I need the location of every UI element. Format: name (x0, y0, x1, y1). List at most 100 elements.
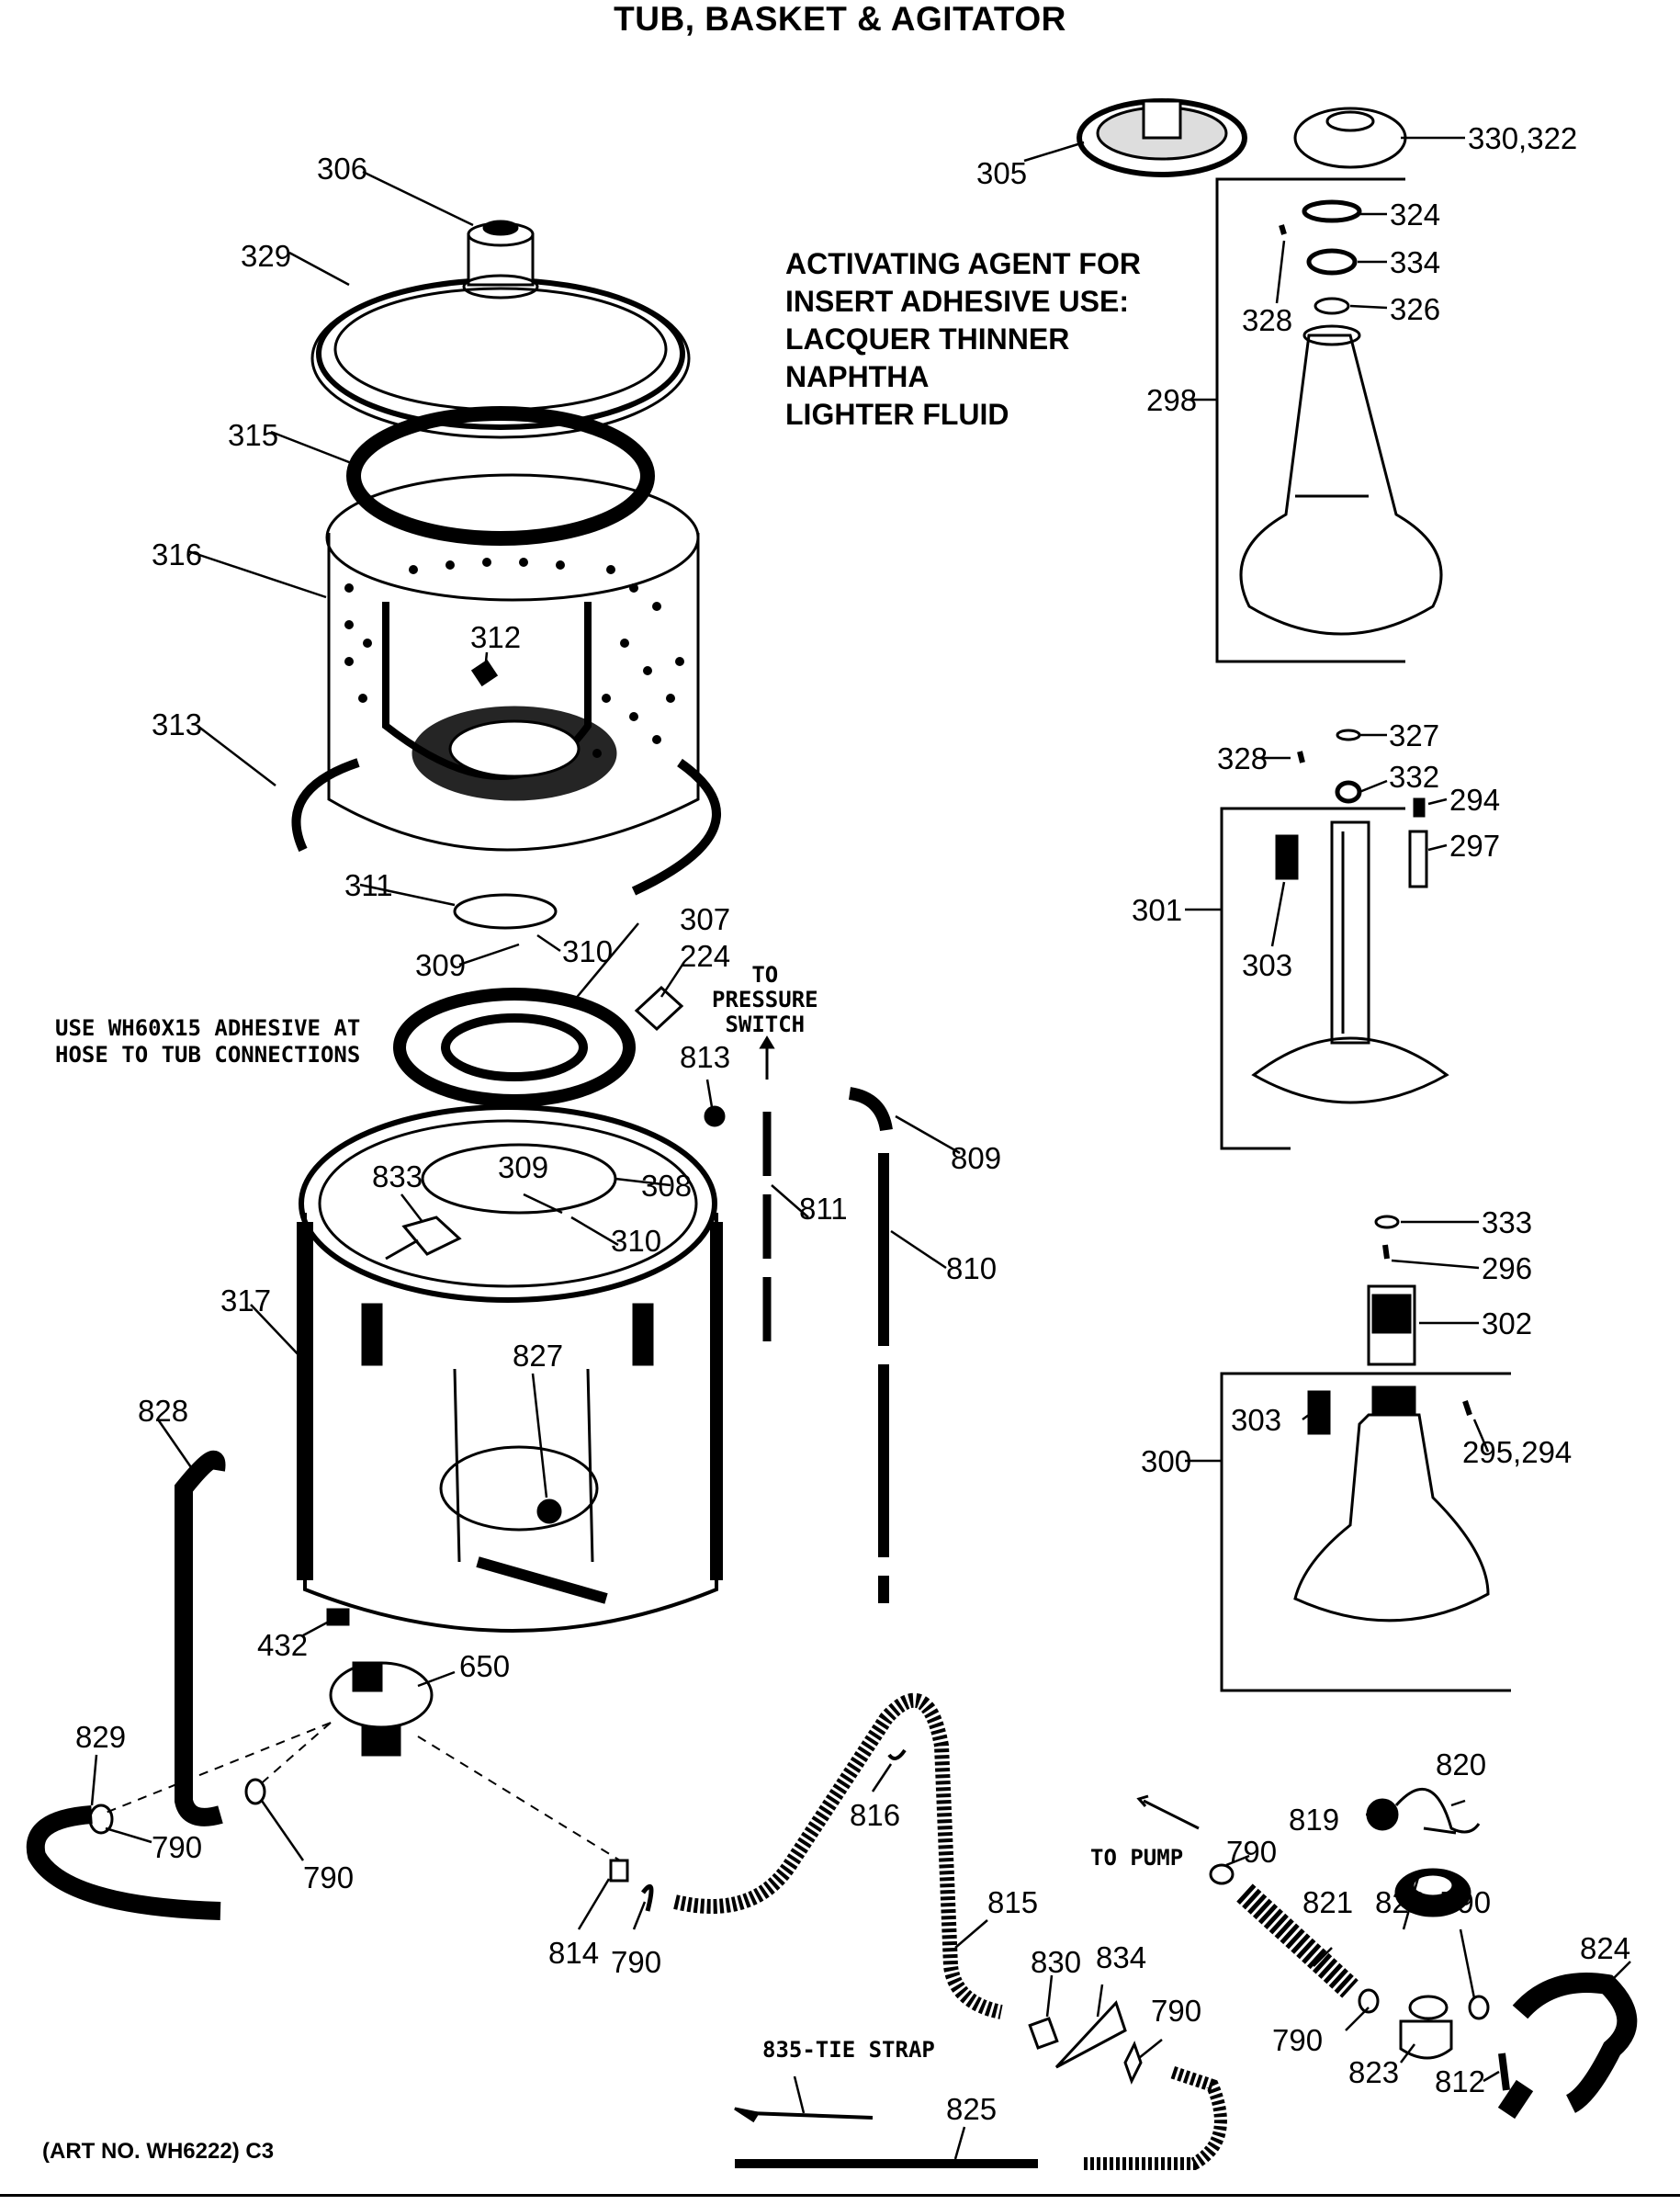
part-label: 308 (641, 1169, 692, 1203)
part-label: 328 (1242, 303, 1292, 337)
part-label: 311 (344, 868, 393, 902)
part-label: 790 (152, 1830, 202, 1864)
tie-strap-label: 835-TIE STRAP (762, 2037, 935, 2063)
part-label: 317 (220, 1283, 271, 1317)
part-label: 833 (372, 1159, 423, 1193)
part-label: 305 (976, 156, 1027, 190)
agitator-cap-330 (1293, 107, 1407, 169)
part-label: 816 (850, 1798, 900, 1832)
part-label: 315 (228, 418, 278, 452)
part-label: 310 (611, 1224, 661, 1258)
art-number: (ART NO. WH6222) C3 (42, 2139, 275, 2164)
part-label: 821 (1302, 1885, 1353, 1919)
part-label: 295,294 (1462, 1435, 1572, 1469)
note-line: LIGHTER FLUID (785, 398, 1009, 431)
hose-821 (1236, 1883, 1359, 1998)
part-label: 316 (152, 537, 202, 571)
part-label: 819 (1289, 1803, 1339, 1837)
pressure-switch-note: TO PRESSURE SWITCH (712, 963, 818, 1037)
elbow-809 (848, 1087, 893, 1132)
part-label: 302 (1482, 1306, 1532, 1340)
gasket-313 (291, 758, 721, 896)
part-label: 330,322 (1468, 121, 1577, 155)
note-line: INSERT ADHESIVE USE: (785, 285, 1129, 318)
spin-cap-302 (1367, 1284, 1416, 1366)
part-label: 334 (1390, 245, 1440, 279)
agitator-301 (1251, 820, 1449, 1104)
bottom-rule (0, 2194, 1680, 2197)
part-label: 834 (1096, 1940, 1146, 1974)
part-label: 303 (1231, 1403, 1281, 1437)
pump-cover-822 (1394, 1868, 1471, 1917)
bracket-300 (1220, 1372, 1511, 1692)
adhesive-note: USE WH60X15 ADHESIVE AT HOSE TO TUB CONN… (55, 1015, 360, 1069)
part-label: 310 (562, 934, 613, 968)
hose-828 (175, 1450, 226, 1826)
part-label: 811 (799, 1192, 848, 1226)
part-label: 306 (317, 152, 367, 186)
to-pump-note: TO PUMP (1090, 1845, 1184, 1871)
part-label: 820 (1436, 1747, 1486, 1781)
part-label: 294 (1449, 783, 1500, 817)
part-label: 813 (680, 1040, 730, 1074)
part-label: 650 (459, 1649, 510, 1683)
activating-agent-note: ACTIVATING AGENT FOR INSERT ADHESIVE USE… (785, 245, 1141, 434)
basket-316 (325, 473, 700, 852)
part-label: 828 (138, 1394, 188, 1428)
note-line: NAPHTHA (785, 360, 930, 393)
balance-ring-315 (346, 406, 655, 546)
part-label: 326 (1390, 292, 1440, 326)
clip-820 (1394, 1787, 1481, 1835)
part-label: 825 (946, 2092, 997, 2126)
part-label: 313 (152, 707, 202, 741)
part-label: 300 (1141, 1444, 1191, 1478)
part-label: 827 (513, 1339, 563, 1373)
part-label: 824 (1580, 1931, 1630, 1965)
part-label: 829 (75, 1720, 126, 1754)
part-label: 303 (1242, 948, 1292, 982)
funnel-834 (1054, 2000, 1127, 2069)
part-label: 815 (987, 1885, 1038, 1919)
diagram-title: TUB, BASKET & AGITATOR (614, 0, 1066, 38)
part-label: 814 (548, 1936, 599, 1970)
plug-833 (385, 1216, 462, 1261)
tie-strap-835 (748, 2111, 874, 2120)
agitator-cap-305 (1077, 98, 1247, 177)
part-label: 297 (1449, 829, 1500, 863)
agitator-300 (1293, 1385, 1490, 1623)
note-line: LACQUER THINNER (785, 322, 1070, 356)
snap-ring-311 (453, 893, 558, 930)
note-line: ACTIVATING AGENT FOR (785, 247, 1141, 280)
coupling-830 (1028, 2017, 1059, 2050)
bracket-298 (1215, 177, 1405, 663)
hose-815 (673, 1692, 1003, 2019)
note-line: HOSE TO TUB CONNECTIONS (55, 1042, 361, 1068)
part-label: 830 (1031, 1945, 1081, 1979)
part-label: 790 (1151, 1994, 1201, 2028)
note-line: TO (751, 962, 779, 988)
part-label: 296 (1482, 1251, 1532, 1285)
agitator-298 (1239, 324, 1443, 636)
part-label: 809 (951, 1141, 1001, 1175)
pump-650 (329, 1661, 434, 1757)
part-label: 332 (1389, 760, 1439, 794)
part-label: 329 (241, 239, 291, 273)
part-label: 328 (1217, 741, 1268, 775)
part-label: 312 (470, 620, 521, 654)
bracket-301 (1220, 807, 1405, 1150)
part-label: 822 (1375, 1885, 1426, 1919)
part-label: 324 (1390, 198, 1440, 232)
part-label: 790 (1440, 1885, 1491, 1919)
part-label: 309 (415, 948, 466, 982)
part-label: 333 (1482, 1205, 1532, 1239)
hub-306 (462, 220, 539, 300)
part-label: 790 (611, 1945, 661, 1979)
part-label: 790 (1226, 1835, 1277, 1869)
seal-307 (393, 988, 636, 1107)
part-label: 327 (1389, 718, 1439, 752)
note-line: USE WH60X15 ADHESIVE AT (55, 1015, 361, 1041)
hose-824 (1497, 1973, 1638, 2120)
part-label: 298 (1146, 383, 1197, 417)
part-label: 301 (1132, 893, 1182, 927)
